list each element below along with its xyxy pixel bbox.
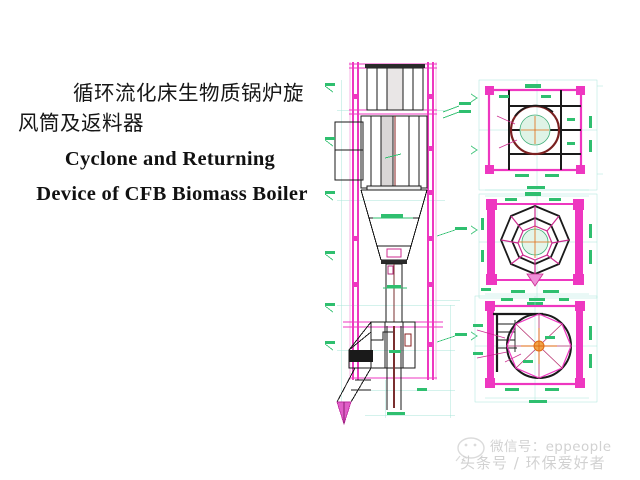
cad-drawing [325,50,625,425]
detail-view-bottom [473,295,598,403]
watermark-toutiao-id: 头条号 / 环保爱好者 [460,454,606,472]
elevation-view [325,62,478,425]
title-chinese-line-2: 风筒及返料器 [18,111,144,135]
circle-logo-icon [455,437,485,464]
watermark: 微信号：eppeople 头条号 / 环保爱好者 [452,428,638,478]
detail-view-middle [478,192,598,306]
title-chinese-line-1: 循环流化床生物质锅炉旋 [73,81,304,105]
detail-view-top [478,79,603,197]
watermark-wechat-id: 微信号：eppeople [490,439,612,455]
page-title: 循环流化床生物质锅炉旋 风筒及返料器 Cyclone and Returning… [18,78,328,208]
title-english-line-1: Cyclone and Returning [64,148,276,170]
title-english-line-2: Device of CFB Biomass Boiler [36,183,308,205]
